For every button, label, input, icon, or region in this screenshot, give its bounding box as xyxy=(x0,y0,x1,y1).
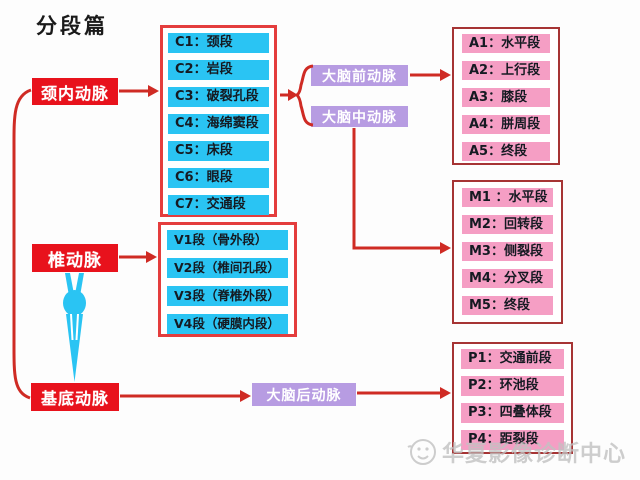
left-bracket xyxy=(12,88,32,400)
watermark-logo-icon xyxy=(407,439,436,465)
segment-v1: V1段（骨外段） xyxy=(167,230,288,250)
segment-c5: C5：床段 xyxy=(168,141,269,161)
segment-c6: C6：眼段 xyxy=(168,168,269,188)
segment-p3: P3：四叠体段 xyxy=(461,403,564,423)
artery-box-vertebral: 椎动脉 xyxy=(32,244,118,272)
arrow-mca-to-m xyxy=(352,128,440,250)
branch-box-posterior-cerebral: 大脑后动脉 xyxy=(252,383,356,406)
segment-list-a: A1：水平段 A2：上行段 A3：膝段 A4：胼周段 A5：终段 xyxy=(452,27,560,165)
artery-box-basilar: 基底动脉 xyxy=(31,383,119,411)
segment-m2: M2：回转段 xyxy=(462,215,553,234)
segment-a3: A3：膝段 xyxy=(462,88,550,107)
segment-p4: P4：距裂段 xyxy=(461,430,564,450)
segment-m5: M5：终段 xyxy=(462,296,553,315)
artery-box-internal-carotid: 颈内动脉 xyxy=(32,78,118,105)
segment-c3: C3：破裂孔段 xyxy=(168,87,269,107)
segment-c7: C7：交通段 xyxy=(168,195,269,215)
arrowhead xyxy=(440,242,451,254)
segment-m4: M4：分叉段 xyxy=(462,269,553,288)
segment-c2: C2：岩段 xyxy=(168,60,269,80)
segment-m1: M1 ：水平段 xyxy=(462,188,553,207)
arrowhead xyxy=(146,251,157,263)
segment-list-c: C1：颈段 C2：岩段 C3：破裂孔段 C4：海绵窦段 C5：床段 C6：眼段 … xyxy=(160,25,277,217)
segment-v3: V3段（脊椎外段） xyxy=(167,286,288,306)
segment-a5: A5：终段 xyxy=(462,142,550,161)
segment-c1: C1：颈段 xyxy=(168,33,269,53)
arrowhead xyxy=(440,387,451,399)
segment-v2: V2段（椎间孔段） xyxy=(167,258,288,278)
arrowhead xyxy=(148,85,159,97)
arrowhead xyxy=(240,390,251,402)
segment-a1: A1：水平段 xyxy=(462,34,550,53)
segment-p2: P2：环池段 xyxy=(461,376,564,396)
arrowhead xyxy=(288,89,298,101)
branch-box-anterior-cerebral: 大脑前动脉 xyxy=(311,65,408,86)
arrowhead xyxy=(440,69,451,81)
branch-box-middle-cerebral: 大脑中动脉 xyxy=(311,106,408,127)
segment-list-p: P1：交通前段 P2：环池段 P3：四叠体段 P4：距裂段 xyxy=(452,342,573,454)
segment-a4: A4：胼周段 xyxy=(462,115,550,134)
segment-p1: P1：交通前段 xyxy=(461,349,564,369)
segment-list-v: V1段（骨外段） V2段（椎间孔段） V3段（脊椎外段） V4段（硬膜内段） xyxy=(158,222,297,337)
segment-m3: M3：侧裂段 xyxy=(462,242,553,261)
segment-a2: A2：上行段 xyxy=(462,61,550,80)
segment-v4: V4段（硬膜内段） xyxy=(167,314,288,334)
vertebral-merge-arrow-icon xyxy=(63,273,86,382)
page-title: 分段篇 xyxy=(36,14,108,38)
segment-c4: C4：海绵窦段 xyxy=(168,114,269,134)
segment-list-m: M1 ：水平段 M2：回转段 M3：侧裂段 M4：分叉段 M5：终段 xyxy=(452,180,563,324)
